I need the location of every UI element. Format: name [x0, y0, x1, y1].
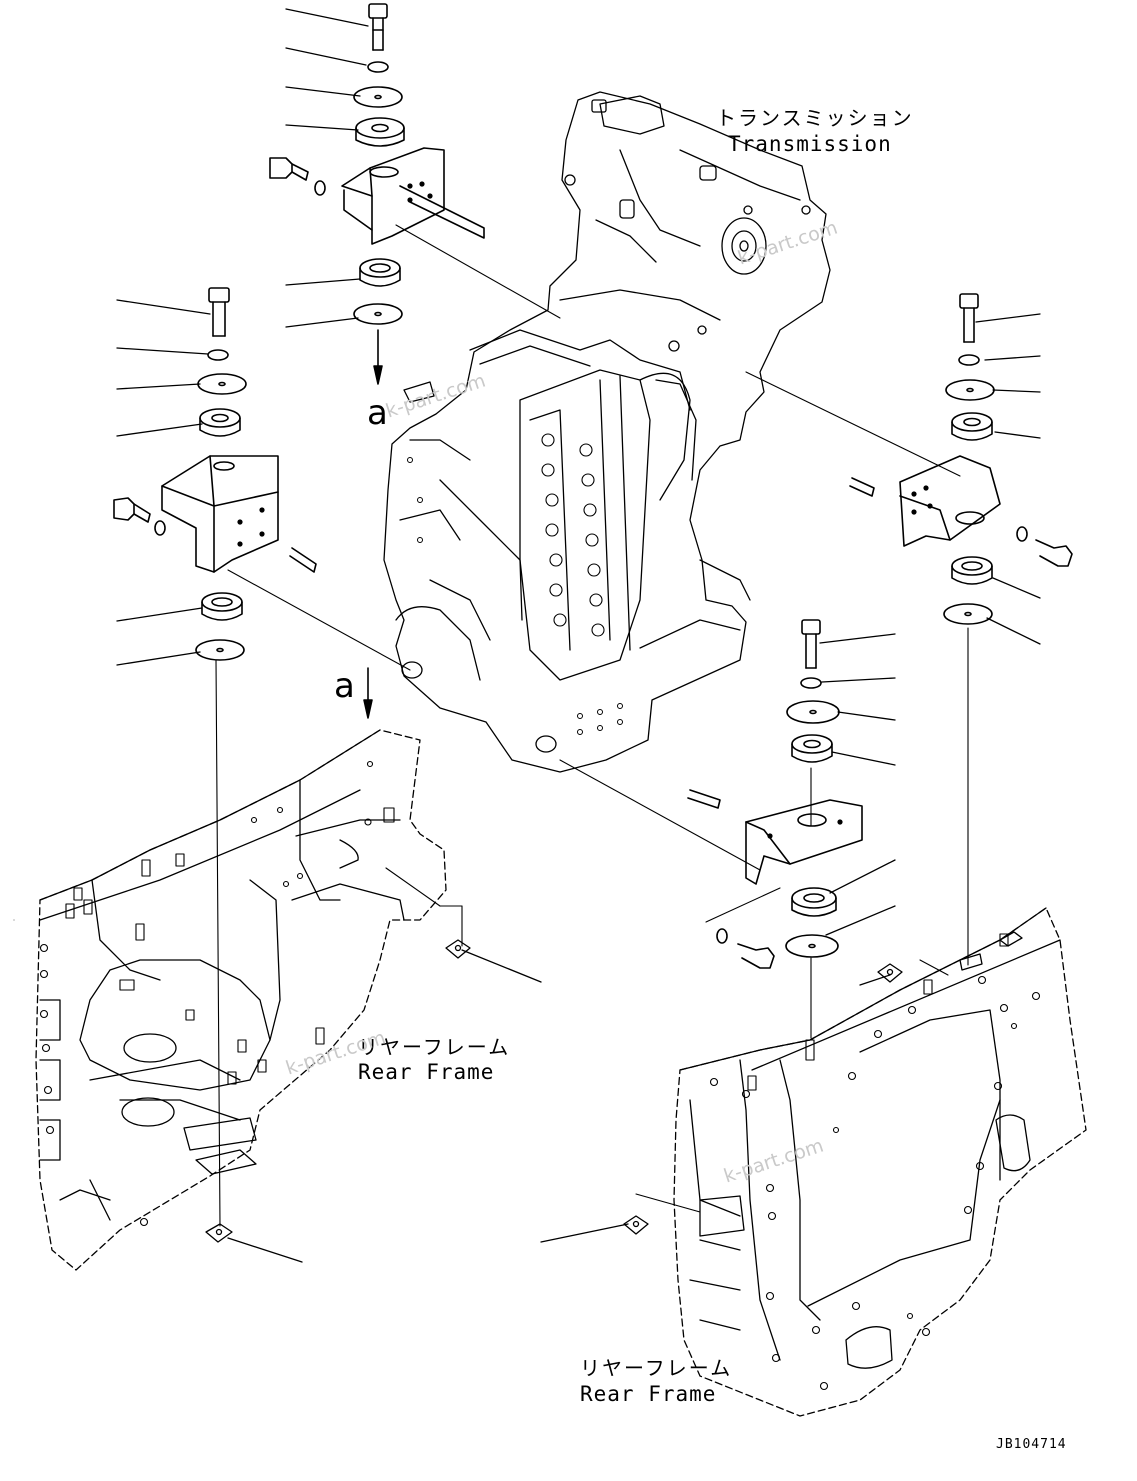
- right-lower-washer: [943, 603, 993, 625]
- top-spring-washer: [367, 61, 389, 73]
- left-lower-washer: [195, 639, 245, 661]
- left-frame-bolt-square-bottom: [205, 1223, 233, 1243]
- left-rear-frame: [13, 729, 471, 1271]
- view-a-arrow-mid: [363, 667, 373, 719]
- left-mount-bracket: [161, 455, 317, 573]
- rear-frame-right-label-jp: リヤーフレーム: [580, 1356, 733, 1380]
- view-a-label-top: a: [367, 393, 388, 433]
- mid-rubber-cushion: [791, 734, 833, 763]
- top-washer: [353, 86, 403, 108]
- top-mount-bolt: [368, 3, 388, 51]
- rear-frame-left-label-en: Rear Frame: [358, 1060, 495, 1084]
- mid-mount-bracket: [687, 789, 863, 885]
- left-rubber-cushion: [199, 408, 241, 437]
- mid-mount-bolt: [801, 619, 821, 669]
- right-frame-bolt-square-top: [877, 963, 903, 983]
- right-rear-frame: [623, 907, 1087, 1417]
- left-mount-bolt: [208, 287, 230, 337]
- top-lower-washer: [353, 303, 403, 325]
- transmission-label-jp: トランスミッション: [716, 106, 914, 130]
- right-spring-washer: [958, 354, 980, 366]
- left-lower-cushion: [201, 592, 243, 621]
- right-rubber-cushion: [951, 412, 993, 441]
- mid-lower-washer: [785, 934, 839, 958]
- center-lines: [215, 224, 969, 1227]
- rear-frame-left-label-jp: リヤーフレーム: [358, 1035, 511, 1059]
- mid-washer: [786, 700, 840, 724]
- left-spring-washer: [207, 349, 229, 361]
- right-lower-cushion: [951, 556, 993, 585]
- top-lower-cushion: [359, 258, 401, 287]
- transmission-assembly: [383, 91, 831, 773]
- right-mount-bolt: [959, 293, 979, 343]
- mid-lower-cushion: [791, 887, 837, 917]
- left-frame-bolt-square-top: [445, 939, 471, 959]
- right-mount-bracket: [849, 455, 1001, 547]
- top-rubber-cushion: [355, 117, 405, 147]
- view-a-label-mid: a: [334, 666, 355, 706]
- mid-spring-washer: [800, 677, 822, 689]
- right-bracket-bolt: [1016, 526, 1073, 567]
- leader-lines: [116, 8, 1041, 1263]
- view-a-arrow-top: [373, 329, 383, 385]
- left-bracket-bolt: [113, 497, 166, 536]
- left-washer: [197, 373, 247, 395]
- rear-frame-right-label-en: Rear Frame: [580, 1382, 717, 1406]
- top-mount-bracket: [341, 147, 485, 245]
- document-id: JB104714: [996, 1437, 1067, 1452]
- right-washer: [945, 379, 995, 401]
- transmission-label-en: Transmission: [728, 132, 892, 156]
- top-bracket-bolt: [269, 157, 326, 196]
- mid-bracket-bolt: [716, 928, 775, 969]
- right-frame-bolt-square-bottom: [623, 1215, 649, 1235]
